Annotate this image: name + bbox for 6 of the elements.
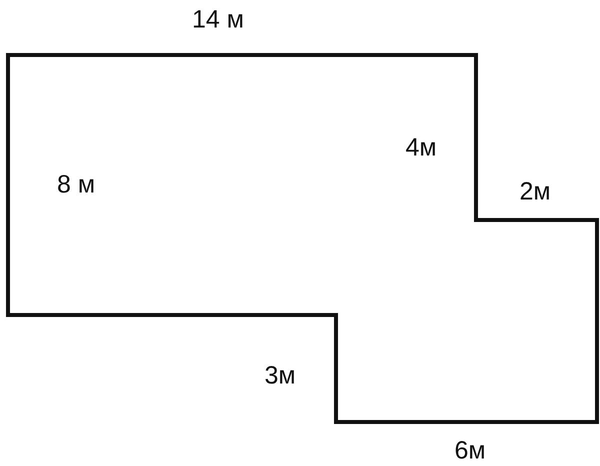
dimension-label: 2м	[519, 180, 551, 204]
dimension-label: 8 м	[56, 172, 96, 198]
dimension-label: 4м	[405, 136, 437, 160]
dimension-label: 3м	[264, 364, 296, 388]
dimension-label: 6м	[454, 438, 486, 464]
dimension-label: 14 м	[192, 8, 244, 32]
